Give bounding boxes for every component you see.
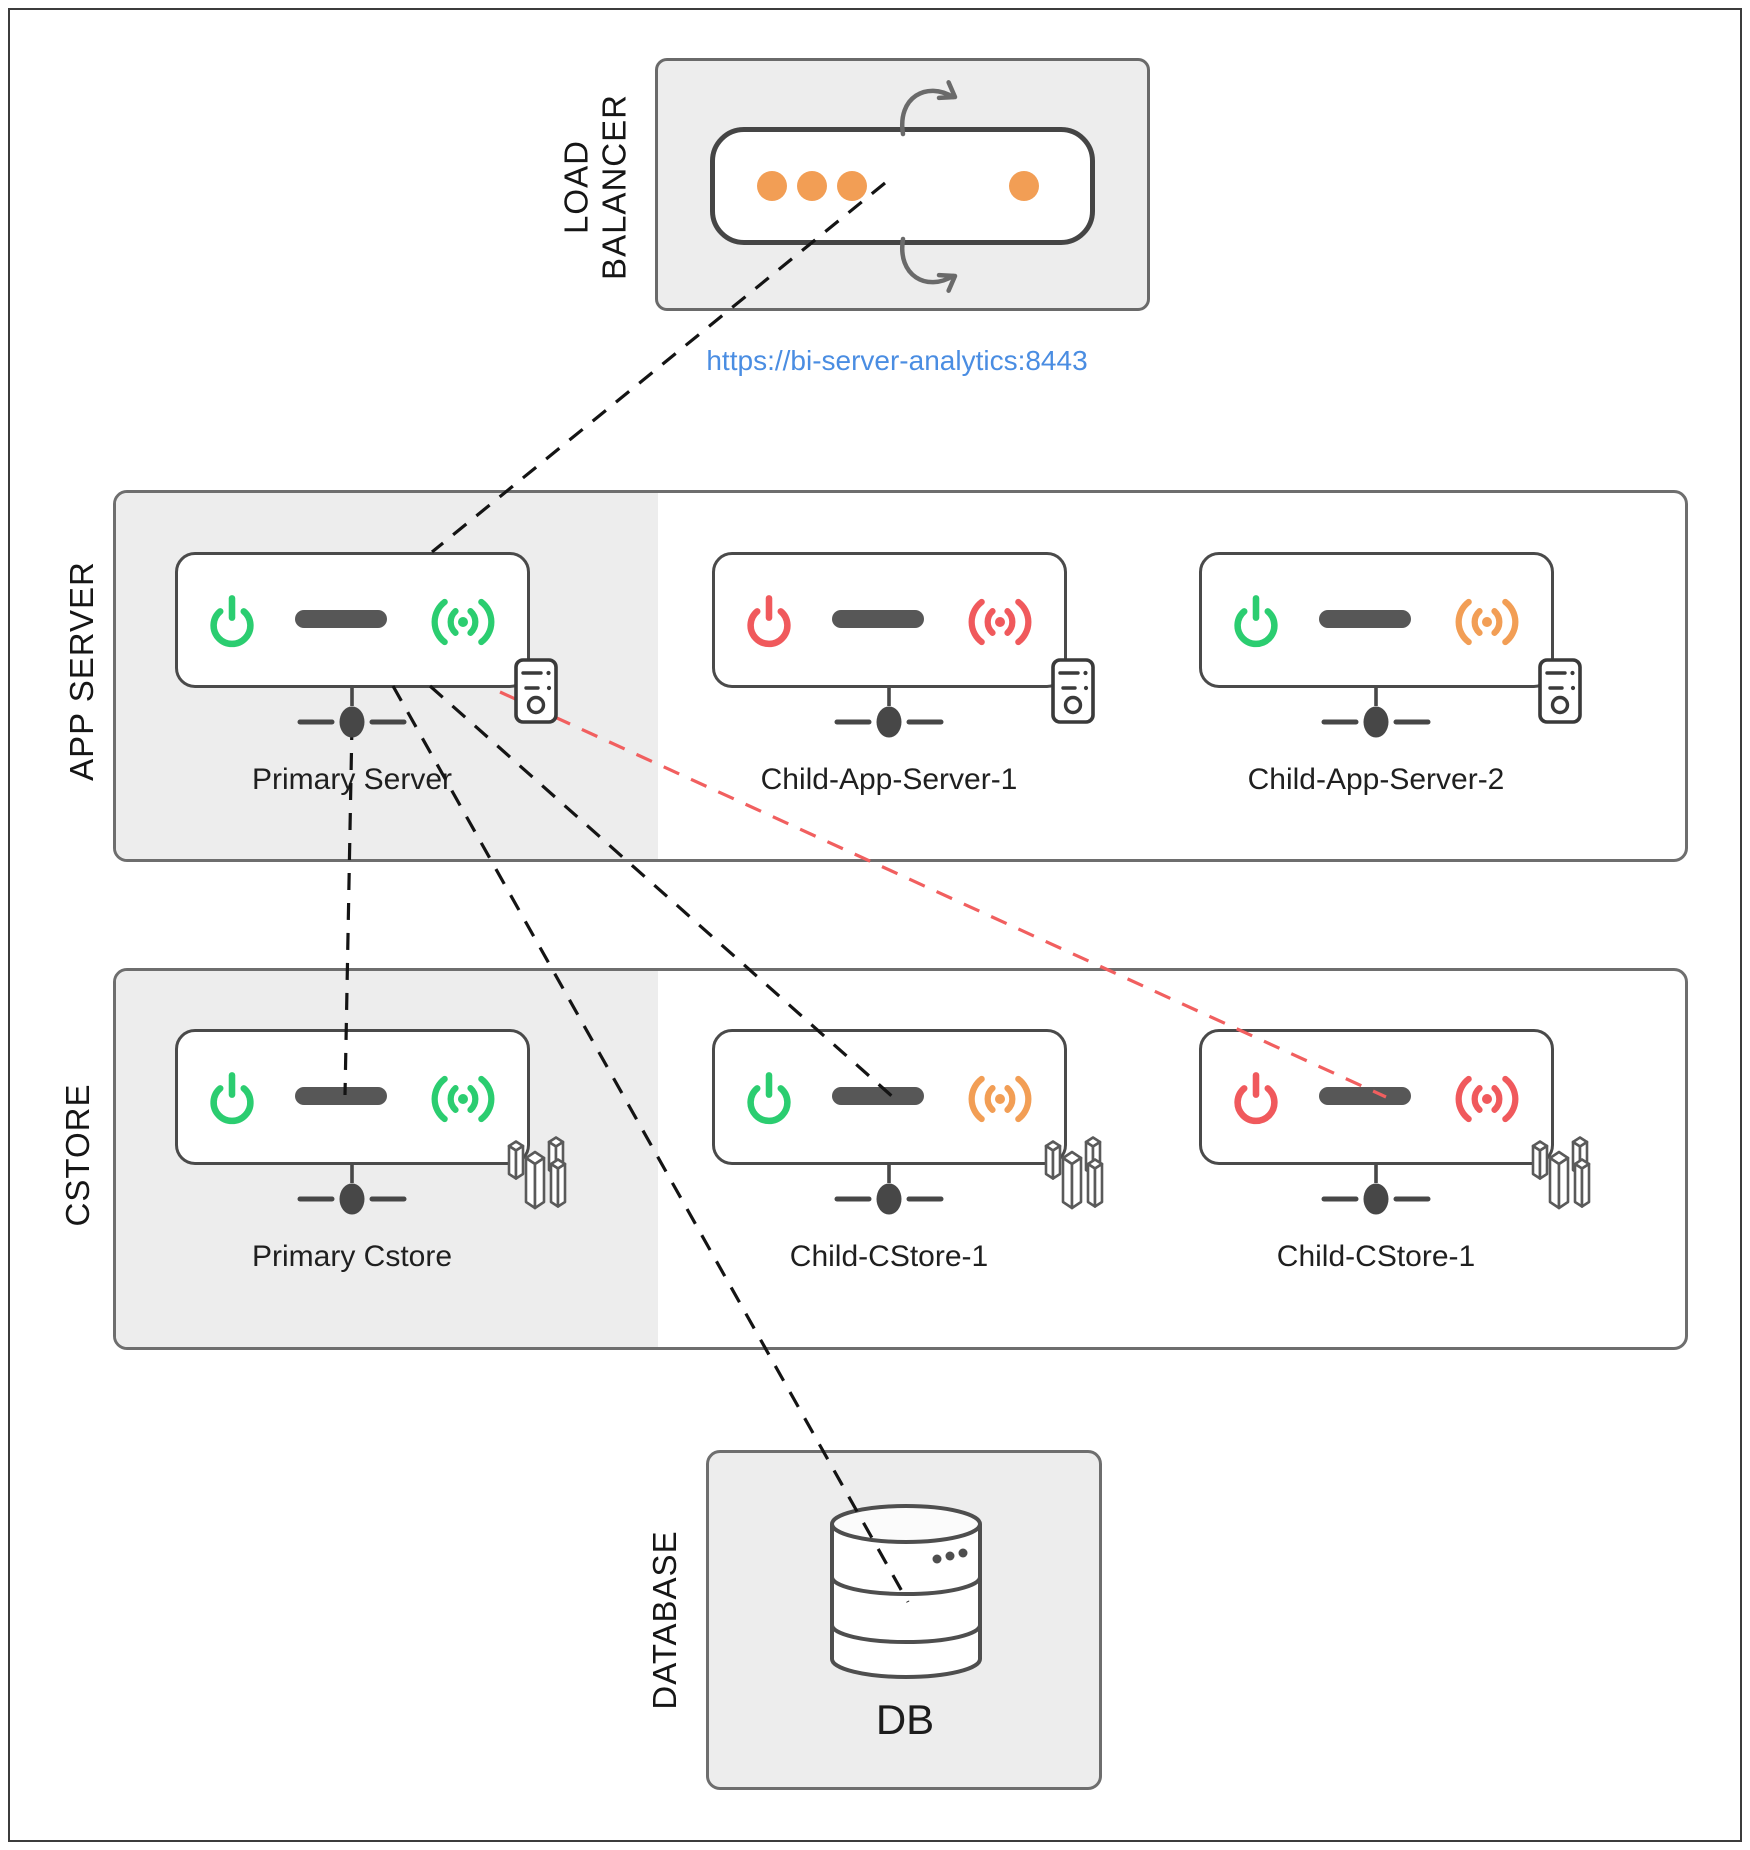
node-label: Primary Server xyxy=(251,763,453,796)
app-server-tier-label: APP SERVER xyxy=(63,561,101,781)
db-label: DB xyxy=(875,1696,935,1743)
network-connector-icon xyxy=(827,1163,951,1223)
database-tier-label: DATABASE xyxy=(646,1530,684,1710)
signal-icon xyxy=(423,592,503,652)
node-label: Child-App-Server-2 xyxy=(1247,763,1505,796)
power-icon xyxy=(1228,592,1284,652)
load-balancer-url-link[interactable]: https://bi-server-analytics:8443 xyxy=(706,345,1088,376)
power-icon xyxy=(741,1069,797,1129)
package-store-icon xyxy=(1041,1130,1113,1214)
signal-icon xyxy=(1447,1069,1527,1129)
load-balancer-tier-label: LOAD BALANCER xyxy=(557,94,632,280)
lb-dot-3 xyxy=(837,171,867,201)
server-tower-icon xyxy=(1537,657,1583,725)
node-label: Child-App-Server-1 xyxy=(760,763,1018,796)
status-bar xyxy=(295,1087,387,1105)
power-icon xyxy=(1228,1069,1284,1129)
status-bar xyxy=(1319,1087,1411,1105)
database-cylinder-icon xyxy=(830,1504,982,1679)
status-bar xyxy=(832,610,924,628)
node-label: Primary Cstore xyxy=(251,1240,453,1273)
status-bar xyxy=(832,1087,924,1105)
power-icon xyxy=(204,592,260,652)
node-child-app-server-2: Child-App-Server-2 xyxy=(1199,552,1554,912)
signal-icon xyxy=(960,592,1040,652)
network-connector-icon xyxy=(827,686,951,746)
network-connector-icon xyxy=(1314,686,1438,746)
lb-dot-2 xyxy=(797,171,827,201)
network-connector-icon xyxy=(290,1163,414,1223)
node-label: Child-CStore-1 xyxy=(789,1240,989,1273)
network-connector-icon xyxy=(290,686,414,746)
server-tower-icon xyxy=(513,657,559,725)
signal-icon xyxy=(1447,592,1527,652)
server-tower-icon xyxy=(1050,657,1096,725)
status-bar xyxy=(295,610,387,628)
status-bar xyxy=(1319,610,1411,628)
lb-dot-right xyxy=(1009,171,1039,201)
cstore-tier-label: CSTORE xyxy=(59,1083,97,1227)
network-connector-icon xyxy=(1314,1163,1438,1223)
power-icon xyxy=(204,1069,260,1129)
signal-icon xyxy=(423,1069,503,1129)
package-store-icon xyxy=(1528,1130,1600,1214)
power-icon xyxy=(741,592,797,652)
signal-icon xyxy=(960,1069,1040,1129)
node-label: Child-CStore-1 xyxy=(1276,1240,1476,1273)
package-store-icon xyxy=(504,1130,576,1214)
lb-dot-1 xyxy=(757,171,787,201)
